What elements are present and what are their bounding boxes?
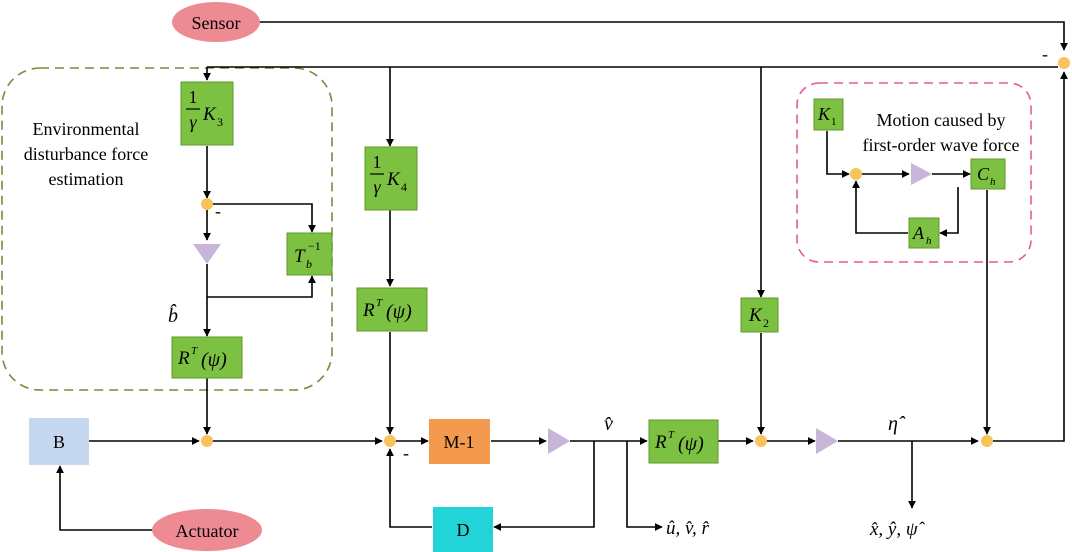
minus-sign-sensor: -: [1042, 44, 1048, 64]
junction-output-sum: [981, 435, 993, 447]
sensor-node: [172, 2, 260, 42]
sensor-label: Sensor: [192, 13, 241, 33]
k1-symbol: K: [817, 104, 831, 124]
rotation-middle-arg: (ψ): [386, 301, 412, 323]
tb-inverse-block: [286, 232, 333, 276]
signal-b-hat: b̂: [168, 303, 178, 327]
d-block: [433, 507, 493, 552]
wire-v-uvr: [626, 441, 663, 531]
tb-symbol: T: [294, 246, 306, 267]
junction-wave-sum: [850, 168, 862, 180]
minus-sign-bias: -: [215, 201, 221, 221]
wire-ch-ah: [939, 187, 959, 237]
tb-superscript: −1: [308, 239, 321, 253]
ch-output-block: [970, 158, 1006, 190]
signal-v-hat: v̂: [604, 413, 613, 435]
wire-sum5-right: [991, 71, 1068, 442]
tb-subscript: b: [306, 257, 312, 271]
wave-region-title-line1: Motion caused by: [877, 110, 1006, 130]
rotation-block-middle: [356, 287, 428, 332]
wire-k1-sum: [826, 131, 850, 178]
rotation-left-symbol: R: [177, 348, 190, 369]
d-block-label: D: [457, 520, 470, 540]
junction-bias-sum: [201, 198, 213, 210]
env-region-title-line1: Environmental: [33, 119, 140, 139]
wire-actuator-b: [56, 465, 152, 531]
signal-velocity-outputs: û, v̂, r̂: [666, 518, 710, 539]
wire-sensor: [260, 21, 1068, 51]
k2-symbol: K: [748, 305, 763, 326]
rotation-middle-symbol: R: [362, 300, 375, 321]
rotation-block-right: [648, 419, 719, 464]
rotation-right-arg: (ψ): [678, 433, 704, 455]
k2-gain-block: [740, 297, 779, 333]
rotation-left-arg: (ψ): [201, 349, 227, 371]
junction-velocity-sum: [755, 435, 767, 447]
signal-eta-hat: η̂: [888, 413, 906, 435]
k4-denominator: γ: [373, 177, 381, 197]
junction-sensor-sum: [1058, 57, 1070, 69]
wire-d-sum3: [386, 448, 432, 528]
rotation-left-sup: T: [191, 345, 198, 357]
k4-symbol: K: [386, 169, 401, 190]
rotation-right-symbol: R: [654, 432, 667, 453]
actuator-label: Actuator: [176, 521, 239, 541]
b-block-label: B: [53, 432, 65, 452]
k4-numerator: 1: [373, 152, 382, 172]
rotation-middle-sup: T: [376, 297, 383, 309]
rotation-right-sup: T: [668, 429, 675, 441]
env-estimation-region: [1, 67, 333, 391]
k1-gain-block: [813, 98, 844, 131]
ch-subscript: h: [990, 176, 996, 188]
integrator-wave: [911, 163, 932, 185]
signal-position-outputs: x̂, ŷ, ψ̂: [869, 519, 926, 540]
ah-matrix-block: [908, 217, 940, 249]
k2-subscript: 2: [763, 316, 769, 330]
wire-sum-tb: [211, 203, 316, 233]
k1-subscript: 1: [831, 116, 837, 128]
b-block: [29, 418, 89, 465]
m-inverse-label: M-1: [444, 432, 475, 452]
wire-ah-sum: [852, 180, 908, 234]
minus-sign-damping: -: [403, 443, 409, 463]
k4-subscript: 4: [401, 180, 407, 194]
wire-bhat-tb: [207, 275, 316, 298]
wave-motion-region: [796, 82, 1032, 263]
actuator-node: [152, 509, 262, 551]
ah-subscript: h: [926, 235, 932, 247]
k3-numerator: 1: [189, 87, 198, 107]
ch-symbol: C: [977, 164, 990, 184]
k4-gain-block: [364, 146, 418, 211]
integrator-bias: [193, 244, 221, 264]
m-inverse-block: [429, 419, 490, 464]
junction-force-sum: [384, 435, 396, 447]
wire-v-d: [493, 441, 595, 531]
k3-gain-block: [180, 81, 234, 146]
junction-input-sum: [201, 435, 213, 447]
ah-symbol: A: [912, 223, 925, 243]
k3-symbol: K: [202, 104, 217, 125]
rotation-block-left: [171, 336, 243, 379]
env-region-title-line3: estimation: [49, 169, 124, 189]
k3-subscript: 3: [217, 115, 223, 129]
wave-region-title-line2: first-order wave force: [863, 135, 1020, 155]
env-region-title-line2: disturbance force: [24, 144, 148, 164]
integrator-position: [816, 428, 838, 454]
k3-denominator: γ: [189, 112, 197, 132]
integrator-velocity: [548, 428, 570, 454]
